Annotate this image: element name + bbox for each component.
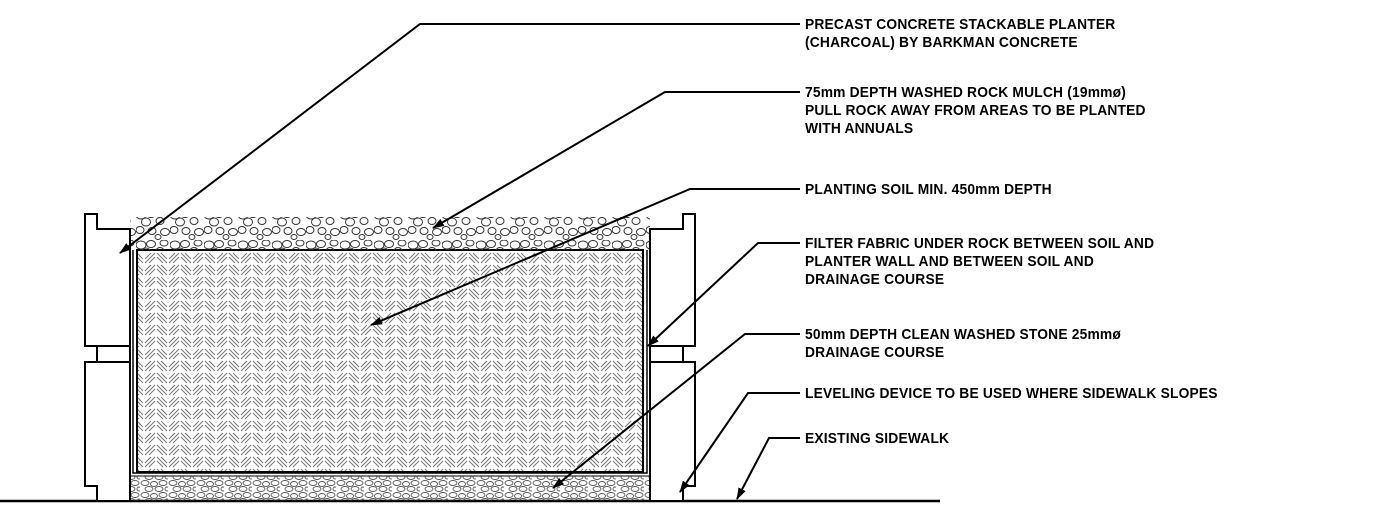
note-planter: PRECAST CONCRETE STACKABLE PLANTER(CHARC… xyxy=(805,16,1116,51)
note-fabric: FILTER FABRIC UNDER ROCK BETWEEN SOIL AN… xyxy=(805,235,1155,288)
note-leveling: LEVELING DEVICE TO BE USED WHERE SIDEWAL… xyxy=(805,385,1218,402)
leader-fabric xyxy=(647,242,800,347)
note-mulch: 75mm DEPTH WASHED ROCK MULCH (19mmø)PULL… xyxy=(805,84,1146,137)
leader-mulch xyxy=(432,91,800,229)
leader-planter xyxy=(119,23,800,254)
leader-soil xyxy=(370,188,800,326)
leader-leveling xyxy=(679,392,800,493)
leader-sidewalk xyxy=(736,437,800,500)
filter-fabric xyxy=(132,250,648,474)
drainage-course xyxy=(129,475,651,502)
note-soil: PLANTING SOIL MIN. 450mm DEPTH xyxy=(805,181,1052,198)
planter-wall-right xyxy=(649,213,696,502)
rock-mulch xyxy=(130,217,650,250)
leader-drainage xyxy=(552,333,800,489)
note-sidewalk: EXISTING SIDEWALK xyxy=(805,430,950,447)
planter-wall-left xyxy=(84,213,131,502)
planting-soil xyxy=(136,249,644,473)
